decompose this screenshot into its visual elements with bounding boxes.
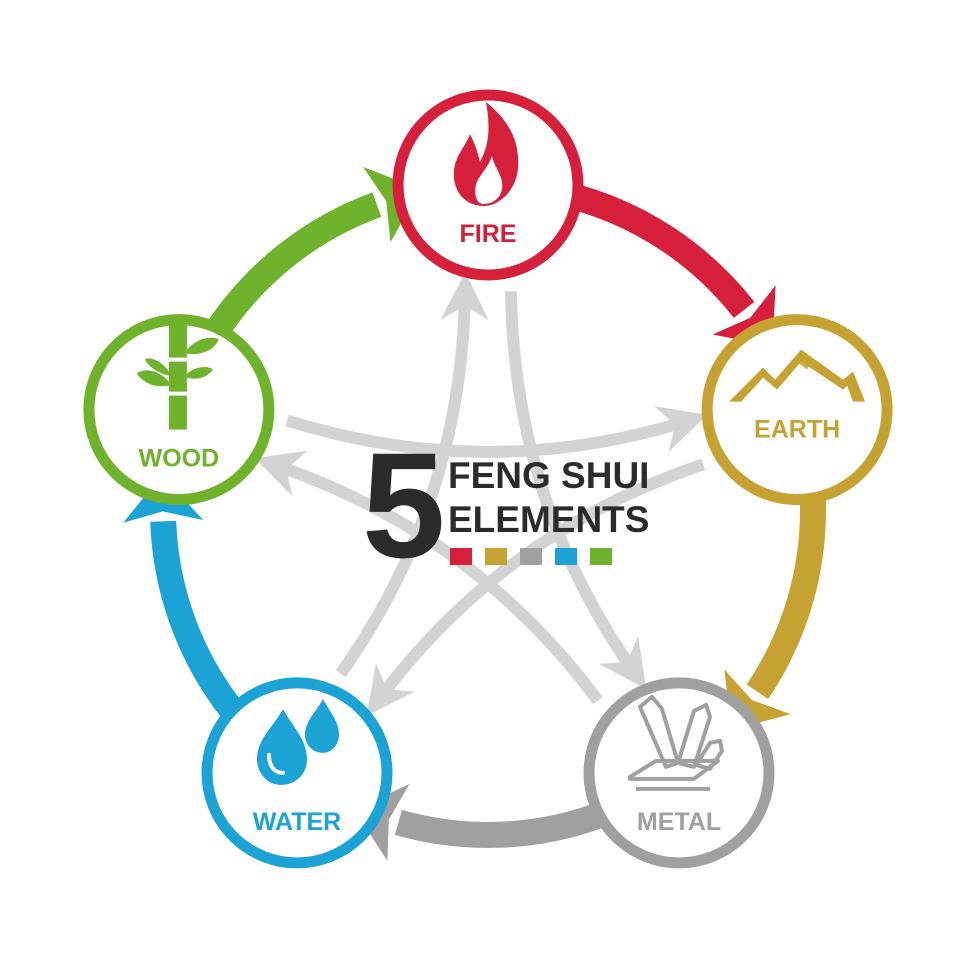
arrow-shaft-earth-to-metal bbox=[746, 498, 826, 700]
arrow-shaft-wood-to-fire bbox=[207, 192, 382, 336]
control-arrow-wood-to-earth bbox=[285, 406, 708, 458]
node-label-earth: EARTH bbox=[754, 416, 840, 444]
node-earth: EARTH bbox=[701, 314, 893, 506]
node-label-water: WATER bbox=[253, 808, 341, 836]
control-arrow-fire-to-metal bbox=[504, 291, 647, 690]
color-swatch bbox=[520, 548, 542, 565]
title-line-1: FENG SHUI bbox=[448, 455, 649, 496]
control-arrow-water-to-fire bbox=[335, 272, 489, 677]
node-label-metal: METAL bbox=[637, 808, 721, 836]
node-metal: METAL bbox=[583, 677, 775, 869]
mountain-icon bbox=[729, 349, 866, 402]
bamboo-icon bbox=[136, 321, 219, 430]
node-water: WATER bbox=[201, 677, 393, 869]
color-swatch bbox=[450, 548, 472, 565]
crystal-icon bbox=[628, 694, 724, 791]
color-swatch bbox=[555, 548, 577, 565]
arrow-shaft-fire-to-earth bbox=[573, 185, 755, 318]
arrow-shaft-metal-to-water bbox=[394, 803, 604, 848]
title-number: 5 bbox=[362, 421, 445, 589]
flame-icon bbox=[453, 102, 519, 206]
node-label-wood: WOOD bbox=[139, 445, 220, 473]
node-label-fire: FIRE bbox=[460, 220, 517, 248]
title-line-2: ELEMENTS bbox=[448, 499, 649, 540]
node-fire: FIRE bbox=[392, 89, 584, 281]
color-swatch bbox=[590, 548, 612, 565]
arrow-shaft-water-to-wood bbox=[150, 520, 243, 719]
color-swatches bbox=[450, 548, 612, 565]
center-title: 5 FENG SHUI ELEMENTS bbox=[362, 421, 649, 589]
node-wood: WOOD bbox=[83, 314, 275, 506]
arrow-head-metal-to-water bbox=[354, 783, 410, 861]
color-swatch bbox=[485, 548, 507, 565]
water-drops-icon bbox=[257, 698, 339, 785]
element-nodes: FIRE EARTH METAL bbox=[83, 89, 893, 869]
